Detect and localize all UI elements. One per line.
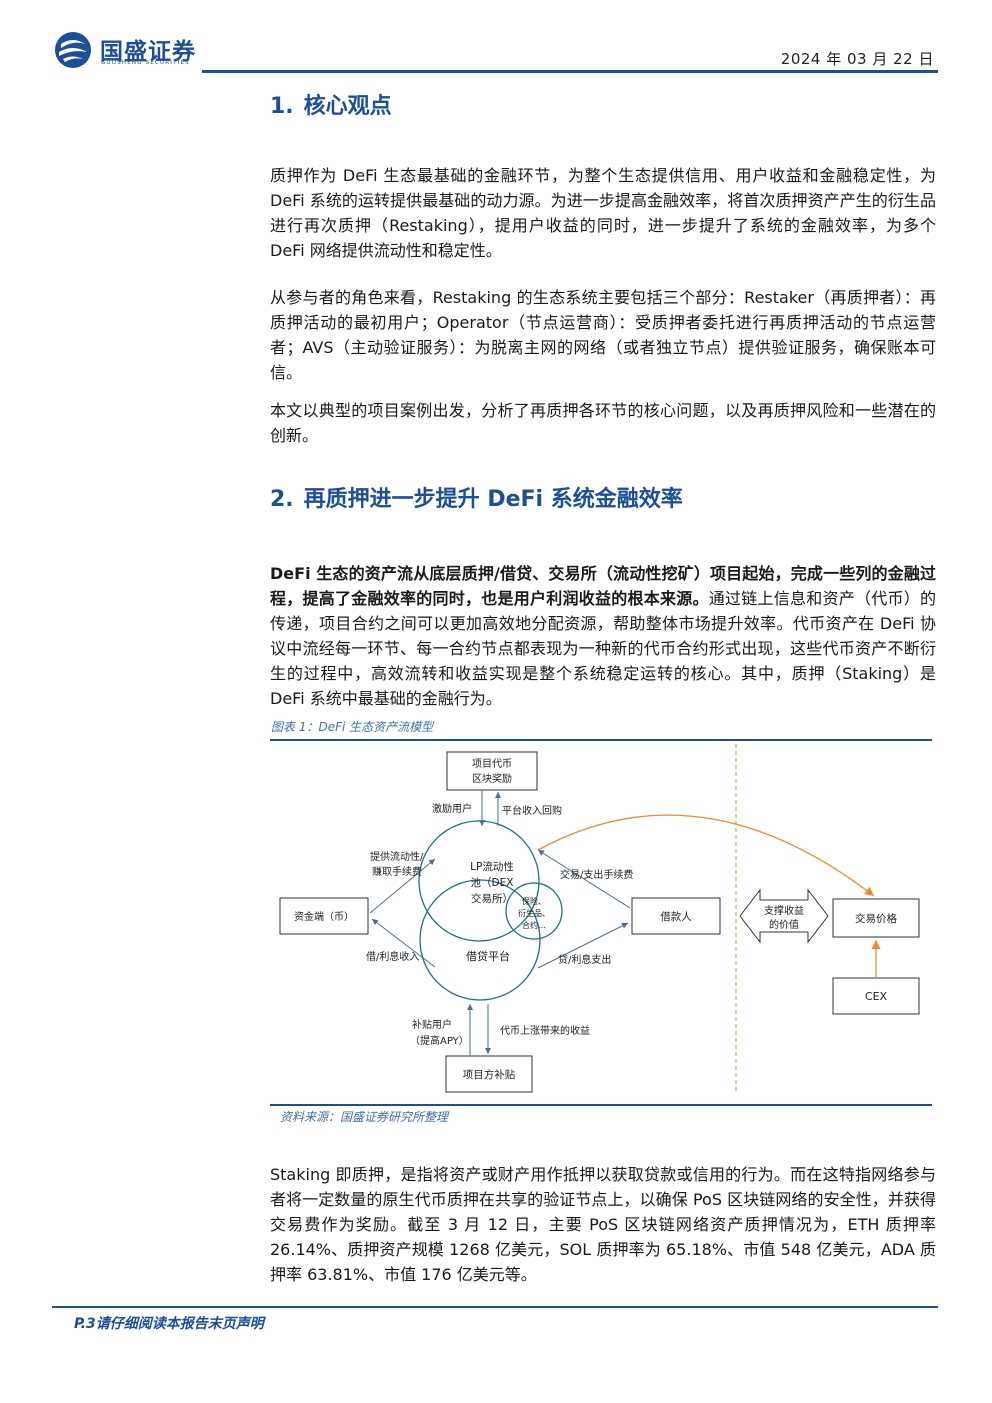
section-2-paragraph-1-rest: 通过链上信息和资产（代币）的传递，项目合约之间可以更加高效地分配资源，帮助整体市… — [270, 589, 936, 708]
brand-subtitle: GUOSHENG SECURITIES — [101, 60, 190, 66]
brand-logo-icon — [55, 32, 91, 68]
cex-label: CEX — [865, 990, 888, 1003]
incentive-label: 激励用户 — [432, 802, 472, 815]
figure-caption: 图表 1：DeFi 生态资产流模型 — [271, 720, 434, 734]
arrow-provide-liquidity — [369, 858, 436, 914]
section-2-paragraph-2: Staking 即质押，是指将资产或财产用作抵押以获取贷款或信用的行为。而在这特… — [270, 1165, 936, 1284]
anchor-label-2: 的价值 — [769, 918, 799, 931]
trade-price-label: 交易价格 — [855, 912, 897, 925]
provide-liquidity-label-1: 提供流动性/ — [370, 850, 424, 863]
buyback-label: 平台收入回购 — [502, 804, 562, 817]
lp-pool-label-2: 池（DEX — [471, 876, 514, 889]
subsidy-box — [445, 1055, 533, 1093]
defi-asset-flow-diagram: 项目代币 区块奖励 资金端（币） LP流动性 池（DEX 交易所） 保险、 衍生… — [279, 744, 920, 1094]
provide-liquidity-label-2: 赚取手续费 — [372, 865, 422, 878]
section-1-paragraph-2: 从参与者的角色来看，Restaking 的生态系统主要包括三个部分：Restak… — [270, 288, 936, 382]
fund-side-label: 资金端（币） — [294, 910, 354, 923]
token-reward-box — [446, 751, 538, 791]
section-1-paragraph-1: 质押作为 DeFi 生态最基础的金融环节，为整个生态提供信用、用户收益和金融稳定… — [270, 166, 936, 260]
arrow-trade-fee — [537, 849, 631, 909]
subsidy-label: 项目方补贴 — [463, 1068, 516, 1081]
section-1-paragraph-3: 本文以典型的项目案例出发，分析了再质押各环节的核心问题，以及再质押风险和一些潜在… — [270, 401, 936, 445]
cex-box — [832, 977, 920, 1015]
figure-bottom-rule — [270, 1104, 932, 1106]
figure-top-rule — [270, 739, 932, 741]
trade-fee-label: 交易/支出手续费 — [560, 868, 633, 881]
section-1-heading: 1. 核心观点 — [270, 88, 392, 120]
trade-price-box — [832, 898, 920, 938]
fund-side-box — [279, 897, 369, 935]
token-reward-label-2: 区块奖励 — [472, 772, 512, 785]
borrower-box — [631, 897, 721, 935]
overlap-label-2: 衍生品、 — [518, 908, 550, 918]
section-2-title: 再质押进一步提升 DeFi 系统金融效率 — [303, 487, 683, 512]
section-2-number: 2. — [270, 487, 294, 512]
brand-logo: 国盛证券 GUOSHENG SECURITIES — [52, 30, 212, 70]
section-2-paragraph-1-bold: DeFi 生态的资产流从底层质押/借贷、交易所（流动性挖矿）项目起始，完成一些列… — [270, 564, 936, 608]
section-2-heading: 2. 再质押进一步提升 DeFi 系统金融效率 — [270, 481, 683, 513]
token-reward-label-1: 项目代币 — [472, 758, 512, 770]
arrow-lp-to-price — [537, 814, 875, 897]
lending-label: 借贷平台 — [466, 949, 510, 963]
lp-pool-label-3: 交易所） — [471, 892, 513, 905]
arrow-borrow-interest — [371, 918, 436, 968]
lp-pool-label-1: LP流动性 — [470, 860, 514, 873]
token-rise-label: 代币上涨带来的收益 — [500, 1024, 590, 1037]
header-divider — [202, 70, 938, 73]
loan-interest-label: 贷/利息支出 — [558, 953, 611, 966]
subsidy-users-label-1: 补贴用户 — [412, 1018, 452, 1031]
page-header: 国盛证券 GUOSHENG SECURITIES 2024 年 03 月 22 … — [0, 0, 992, 80]
lending-circle — [419, 879, 541, 1001]
overlap-circle — [505, 882, 563, 940]
section-1-number: 1. — [270, 94, 294, 119]
footer-disclaimer: P.3请仔细阅读本报告末页声明 — [74, 1316, 264, 1332]
overlap-label-1: 保险、 — [522, 896, 546, 906]
anchor-value-arrow — [739, 888, 829, 944]
borrower-label: 借款人 — [660, 910, 692, 923]
overlap-label-3: 合约… — [522, 920, 546, 930]
anchor-label-1: 支撑收益 — [764, 904, 804, 917]
figure-source: 资料来源：国盛证券研究所整理 — [280, 1110, 449, 1124]
subsidy-users-label-2: （提高APY） — [410, 1034, 469, 1047]
borrow-interest-label: 借/利息收入 — [366, 950, 419, 963]
brand-name: 国盛证券 — [100, 39, 196, 65]
section-2-paragraph-1: DeFi 生态的资产流从底层质押/借贷、交易所（流动性挖矿）项目起始，完成一些列… — [270, 561, 936, 711]
section-1-title: 核心观点 — [303, 94, 392, 119]
report-date: 2024 年 03 月 22 日 — [780, 50, 934, 68]
footer-divider — [52, 1306, 938, 1308]
arrow-loan-interest — [537, 922, 629, 969]
